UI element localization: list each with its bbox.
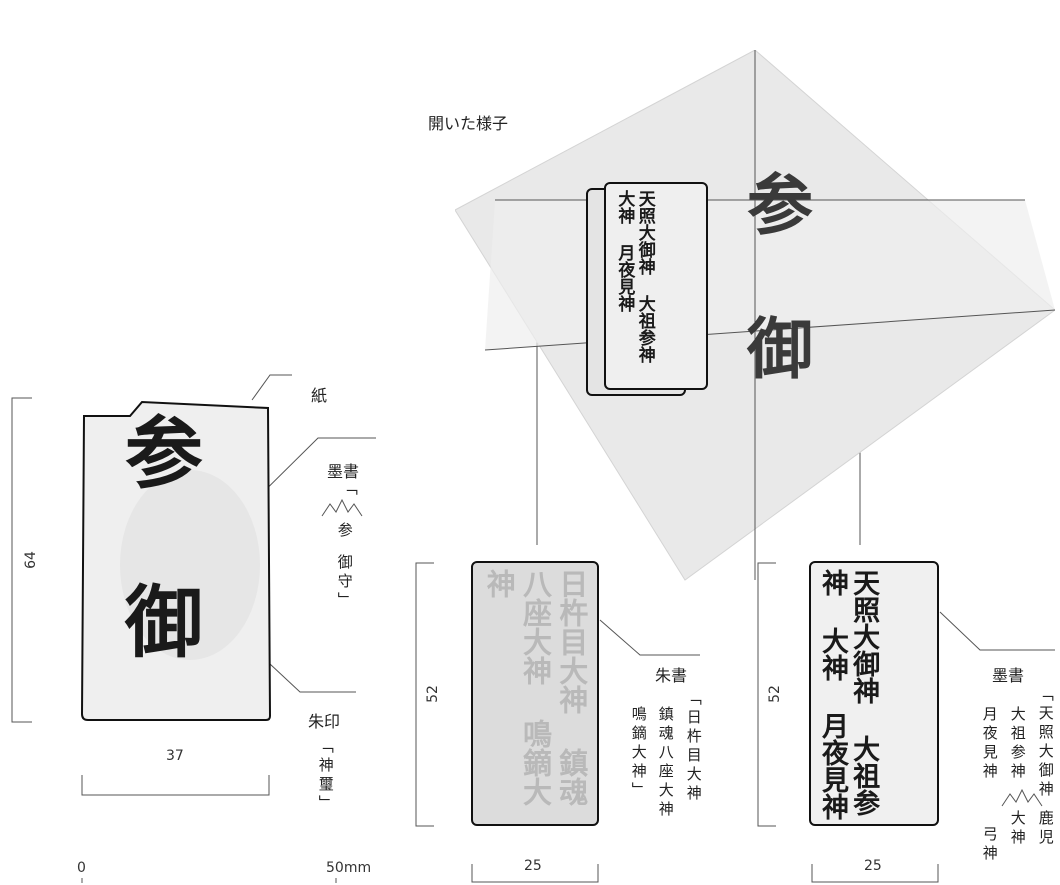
label-ink-amulet: 墨書	[327, 462, 360, 481]
amulet-outline	[80, 400, 272, 721]
amulet-ink-char-san: 参	[335, 522, 354, 541]
opened-col-4: 月夜見神	[614, 244, 635, 312]
right-slip-text-col6: 弓神	[980, 826, 999, 864]
amulet-paper: 参 御	[80, 400, 272, 722]
opened-col-1: 天照大御神	[634, 190, 655, 275]
amulet-char-go: 御	[111, 581, 203, 659]
left-slip-col-2: 鎮魂八座大神	[518, 569, 589, 806]
label-paper: 紙	[311, 386, 328, 405]
label-red-writing: 朱書	[655, 666, 688, 685]
leader-paper	[251, 374, 292, 401]
dim-bracket-52-right	[757, 562, 776, 827]
left-slip-text-col2: 鎮魂八座大神	[656, 706, 675, 820]
amulet-face-writing: 参 御	[112, 412, 203, 659]
left-slip-text-col1: 「日杵目大神	[684, 690, 703, 804]
amulet-ink-col: 参	[333, 522, 355, 541]
scale-end: 50mm	[326, 860, 372, 876]
right-slip: 天照大御神 大祖参神 大神 月夜見神	[809, 561, 939, 826]
label-black-writing: 墨書	[992, 666, 1025, 685]
left-slip-writing: 日杵目大神 鎮魂八座大神 鳴鏑大神	[481, 569, 590, 824]
left-slip-text-col3: 鳴鏑大神」	[629, 706, 648, 801]
leader-red-writing	[599, 619, 700, 656]
seal-content: 「神璽」	[316, 738, 335, 814]
opened-caption: 開いた様子	[428, 114, 509, 133]
opened-brush-char-2: 御	[736, 314, 814, 380]
amulet-ink-col2: 御守」	[333, 554, 355, 611]
dim-height-amulet: 64	[22, 551, 39, 569]
right-slip-col-1: 天照大御神	[848, 569, 880, 704]
right-slip-text-col3: 月夜見神	[980, 706, 999, 782]
left-slip: 日杵目大神 鎮魂八座大神 鳴鏑大神	[471, 561, 599, 826]
mountain-sign-icon	[321, 498, 363, 517]
dim-width-amulet: 37	[166, 748, 184, 764]
left-slip-col-3: 鳴鏑大神	[482, 569, 553, 806]
opened-slip-front: 天照大御神 大祖参神 大神 月夜見神	[604, 182, 708, 390]
right-slip-writing: 天照大御神 大祖参神 大神 月夜見神	[817, 569, 879, 824]
dim-bracket-37	[81, 775, 270, 796]
opened-col-2: 大祖参神	[634, 295, 655, 363]
dim-bracket-52-left	[415, 562, 434, 827]
opened-brush-char-1: 参	[736, 170, 814, 236]
right-slip-text-col1: 「天照大御神	[1036, 686, 1055, 800]
leader-black-writing	[939, 611, 1055, 651]
dim-height-right-slip: 52	[766, 685, 783, 703]
right-slip-text-col4: 鹿児	[1036, 810, 1055, 848]
left-slip-col-1: 日杵目大神	[554, 569, 589, 714]
dim-bracket-64	[11, 397, 32, 723]
dim-width-left-slip: 25	[524, 858, 542, 874]
dim-height-left-slip: 52	[424, 685, 441, 703]
opened-brush-chars: 参 御	[736, 170, 814, 380]
opened-slip-writing: 天照大御神 大祖参神 大神 月夜見神	[614, 190, 655, 388]
right-slip-text-col2: 大祖参神	[1008, 706, 1027, 782]
right-slip-col-4: 月夜見神	[817, 712, 849, 820]
label-seal: 朱印	[308, 712, 341, 731]
amulet-char-san: 参	[111, 412, 203, 490]
dim-width-right-slip: 25	[864, 858, 882, 874]
dim-bracket-25-right	[811, 864, 939, 883]
right-slip-col-3: 大神	[817, 627, 849, 681]
amulet-ink-char-mamori: 守」	[335, 573, 354, 611]
dim-bracket-25-left	[471, 864, 599, 883]
opened-col-3: 大神	[614, 190, 635, 224]
amulet-ink-char-go: 御	[335, 554, 354, 573]
right-slip-text-col5: 大神	[1008, 810, 1027, 848]
mountain-sign-icon-right	[1001, 788, 1043, 807]
amulet-ink-bracket-open: 「	[340, 480, 359, 499]
scale-start: 0	[77, 860, 86, 876]
right-slip-col-2: 大祖参神	[817, 569, 880, 816]
